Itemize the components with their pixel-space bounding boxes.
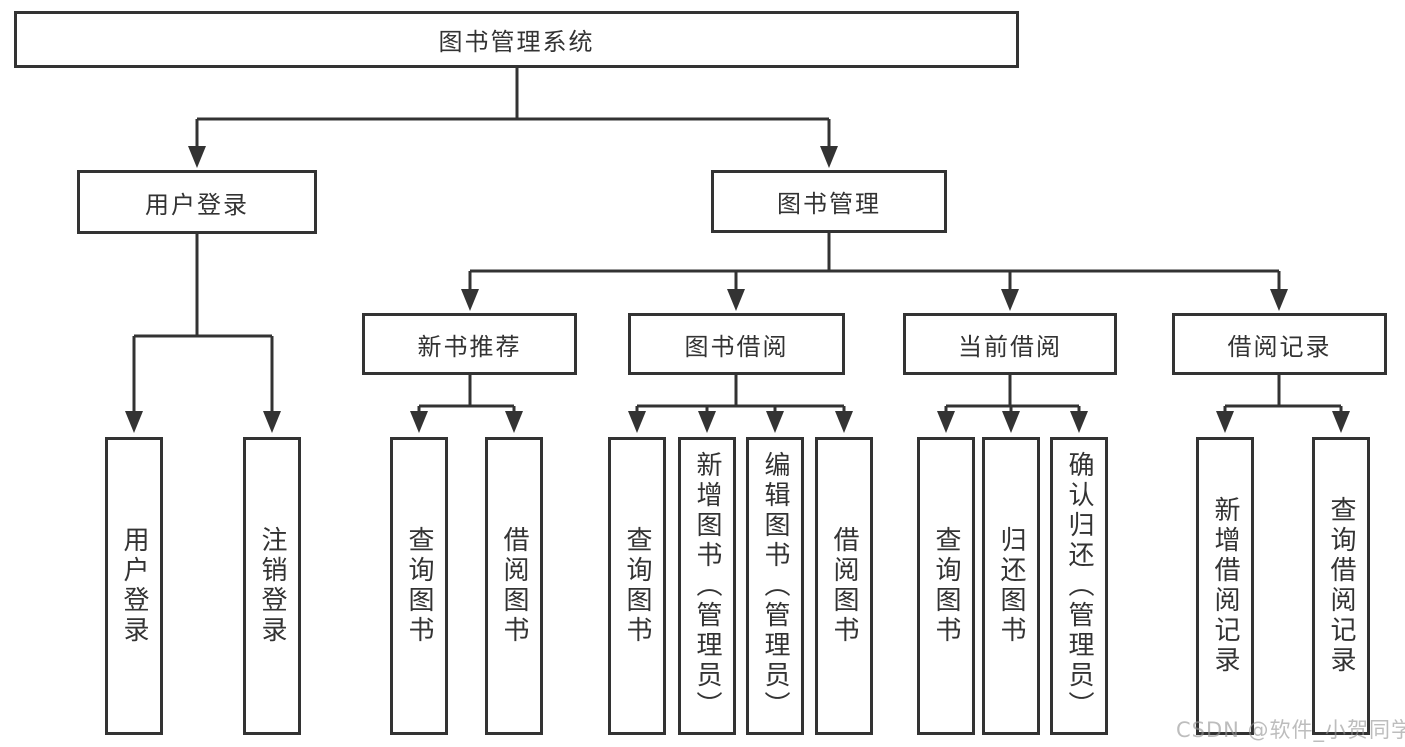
leaf-query-books-borrow-label: 查询图书	[622, 526, 652, 646]
arrow-icon	[820, 146, 838, 168]
leaf-query-books-recommend: 查询图书	[390, 437, 448, 735]
leaf-borrow-books-recommend: 借阅图书	[485, 437, 543, 735]
leaf-confirm-return-admin: 确认归还（管理员）	[1050, 437, 1108, 735]
arrow-icon	[505, 411, 523, 433]
connector-root	[195, 68, 831, 147]
node-new-book-recommend-label: 新书推荐	[417, 332, 522, 361]
node-user-login-label: 用户登录	[145, 190, 249, 219]
csdn-watermark: CSDN @软件_小贺同学	[1176, 718, 1405, 742]
arrow-icon	[1332, 411, 1350, 433]
arrow-icon	[1270, 289, 1288, 311]
leaf-borrow-books: 借阅图书	[815, 437, 873, 735]
node-root-label: 图书管理系统	[438, 28, 595, 56]
leaf-add-book-admin-label: 新增图书（管理员）	[692, 451, 722, 721]
arrow-icon	[1002, 411, 1020, 433]
arrow-icon	[1001, 289, 1019, 311]
leaf-return-book: 归还图书	[982, 437, 1040, 735]
node-book-mgmt-label: 图书管理	[777, 190, 881, 218]
node-borrow-records-label: 借阅记录	[1227, 332, 1332, 361]
arrow-icon	[835, 411, 853, 433]
arrow-icon	[1070, 411, 1088, 433]
node-user-login: 用户登录	[77, 170, 317, 234]
arrowheads	[125, 146, 1350, 433]
leaf-add-borrow-record-label: 新增借阅记录	[1210, 496, 1240, 676]
node-new-book-recommend: 新书推荐	[362, 313, 577, 375]
arrow-icon	[461, 289, 479, 311]
arrow-icon	[727, 289, 745, 311]
arrow-icon	[937, 411, 955, 433]
node-book-mgmt: 图书管理	[711, 170, 947, 233]
node-book-borrow-label: 图书借阅	[684, 332, 789, 361]
connector-book-mgmt	[468, 233, 1281, 290]
leaf-logout-label: 注销登录	[257, 526, 287, 646]
node-borrow-records: 借阅记录	[1172, 313, 1387, 375]
arrow-icon	[698, 411, 716, 433]
leaf-edit-book-admin: 编辑图书（管理员）	[746, 437, 804, 735]
leaf-user-login-label: 用户登录	[119, 526, 149, 646]
arrow-icon	[188, 146, 206, 168]
leaf-add-borrow-record: 新增借阅记录	[1196, 437, 1254, 735]
leaf-query-books-current-label: 查询图书	[931, 526, 961, 646]
connector-book-borrow	[635, 375, 846, 412]
leaf-borrow-books-label: 借阅图书	[829, 526, 859, 646]
leaf-query-books-borrow: 查询图书	[608, 437, 666, 735]
leaf-query-books-recommend-label: 查询图书	[404, 526, 434, 646]
leaf-user-login: 用户登录	[105, 437, 163, 735]
connector-user-login	[132, 234, 274, 412]
leaf-logout: 注销登录	[243, 437, 301, 735]
leaf-query-books-current: 查询图书	[917, 437, 975, 735]
arrow-icon	[125, 411, 143, 433]
connector-current-borrow	[944, 375, 1081, 412]
leaf-confirm-return-admin-label: 确认归还（管理员）	[1064, 451, 1094, 721]
arrow-icon	[628, 411, 646, 433]
node-book-borrow: 图书借阅	[628, 313, 845, 375]
arrow-icon	[766, 411, 784, 433]
leaf-query-borrow-record-label: 查询借阅记录	[1326, 496, 1356, 676]
connector-new-book	[417, 375, 516, 412]
node-root: 图书管理系统	[14, 11, 1019, 68]
leaf-query-borrow-record: 查询借阅记录	[1312, 437, 1370, 735]
leaf-borrow-books-recommend-label: 借阅图书	[499, 526, 529, 646]
connector-borrow-records	[1223, 375, 1343, 412]
node-current-borrow-label: 当前借阅	[958, 332, 1062, 361]
arrow-icon	[1216, 411, 1234, 433]
arrow-icon	[410, 411, 428, 433]
node-current-borrow: 当前借阅	[903, 313, 1117, 375]
leaf-return-book-label: 归还图书	[996, 526, 1026, 646]
leaf-add-book-admin: 新增图书（管理员）	[678, 437, 736, 735]
leaf-edit-book-admin-label: 编辑图书（管理员）	[760, 451, 790, 721]
arrow-icon	[263, 411, 281, 433]
